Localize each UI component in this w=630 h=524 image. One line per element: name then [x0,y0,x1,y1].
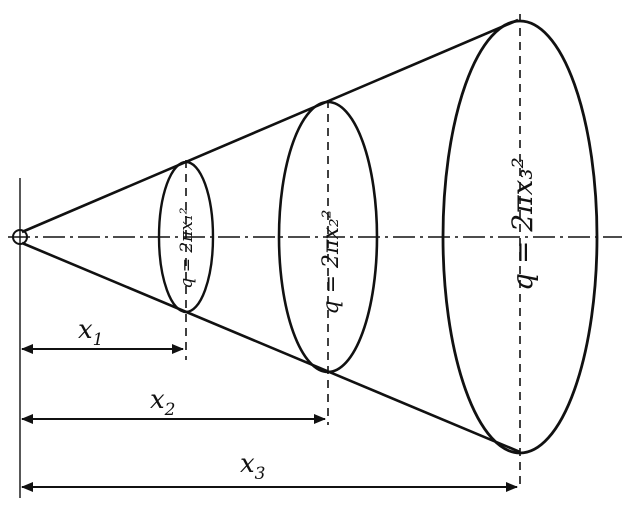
section-equation-1: q = 2πx₁² [177,207,197,288]
section-equation-3: q = 2πx₃² [506,157,539,291]
cone-upper-edge [21,18,519,234]
dimension-label-x3: x3 [240,449,266,484]
cone-lower-edge [21,241,521,454]
dimension-label-x1: x1 [78,315,104,350]
dimension-label-x2: x2 [150,385,176,420]
section-equation-2: q = 2πx₂² [319,209,344,314]
